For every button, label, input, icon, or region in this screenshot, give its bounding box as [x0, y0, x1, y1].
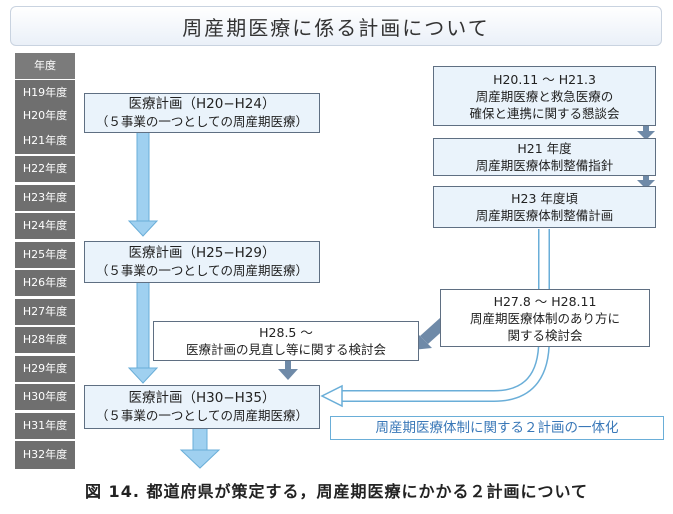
plan-box: 医療計画（H20−H24） （５事業の一つとしての周産期医療）: [84, 93, 320, 133]
guideline-box: H21 年度 周産期医療体制整備指針: [433, 138, 656, 176]
year-row: H23年度: [15, 185, 75, 211]
year-row: H22年度: [15, 156, 75, 182]
down-arrow: [637, 124, 655, 140]
year-header: 年度: [15, 53, 75, 79]
year-row: H25年度: [15, 242, 75, 268]
plan-subtitle: （５事業の一つとしての周産期医療）: [95, 114, 309, 129]
year-row: H24年度: [15, 213, 75, 239]
down-arrow: [127, 130, 159, 237]
plan-title: 医療計画（H25−H29）: [128, 245, 276, 261]
maintenance-plan-box: H23 年度頃 周産期医療体制整備計画: [433, 186, 656, 228]
year-row: H28年度: [15, 327, 75, 353]
box-line: 確保と連携に関する懇談会: [469, 105, 620, 121]
box-line: 周産期医療と救急医療の: [475, 88, 614, 104]
plan-box: 医療計画（H25−H29） （５事業の一つとしての周産期医療）: [84, 241, 320, 283]
council-box: H20.11 〜 H21.3 周産期医療と救急医療の 確保と連携に関する懇談会: [433, 66, 656, 126]
figure-caption: 図 14. 都道府県が策定する，周産期医療にかかる２計画について: [84, 482, 588, 501]
box-line: 周産期医療体制のあり方に: [469, 310, 620, 326]
year-row: H21年度: [15, 128, 75, 154]
year-row: H27年度: [15, 299, 75, 325]
plan-review-box: H28.5 〜 医療計画の見直し等に関する検討会: [153, 321, 419, 361]
plan-box: 医療計画（H30−H35） （５事業の一つとしての周産期医療）: [84, 385, 320, 429]
box-line: 周産期医療体制整備指針: [475, 158, 614, 173]
plan-subtitle: （５事業の一つとしての周産期医療）: [95, 408, 309, 423]
box-line: H23 年度頃: [511, 191, 578, 206]
year-row: H29年度: [15, 356, 75, 382]
box-line: 周産期医療体制整備計画: [475, 208, 614, 223]
review-committee-box: H27.8 〜 H28.11 周産期医療体制のあり方に 関する検討会: [440, 289, 650, 347]
plan-subtitle: （５事業の一つとしての周産期医療）: [95, 263, 309, 278]
box-line: H27.8 〜 H28.11: [493, 293, 597, 309]
year-row: H32年度: [15, 441, 75, 469]
box-line: H28.5 〜: [259, 325, 313, 340]
down-arrow: [637, 172, 655, 189]
year-row: H30年度: [15, 384, 75, 410]
plan-title: 医療計画（H20−H24）: [128, 96, 276, 112]
year-row: H20年度: [15, 99, 75, 133]
box-line: 関する検討会: [507, 327, 583, 343]
box-line: 医療計画の見直し等に関する検討会: [185, 342, 386, 357]
down-arrow: [179, 427, 221, 469]
down-arrow: [127, 281, 159, 384]
year-row: H26年度: [15, 270, 75, 296]
down-arrow: [278, 360, 298, 380]
box-line: H21 年度: [517, 141, 572, 156]
plan-title: 医療計画（H30−H35）: [128, 390, 276, 406]
box-line: H20.11 〜 H21.3: [493, 71, 596, 87]
page-title: 周産期医療に係る計画について: [10, 6, 662, 46]
unification-label: 周産期医療体制に関する２計画の一体化: [330, 416, 664, 440]
year-row: H31年度: [15, 413, 75, 439]
